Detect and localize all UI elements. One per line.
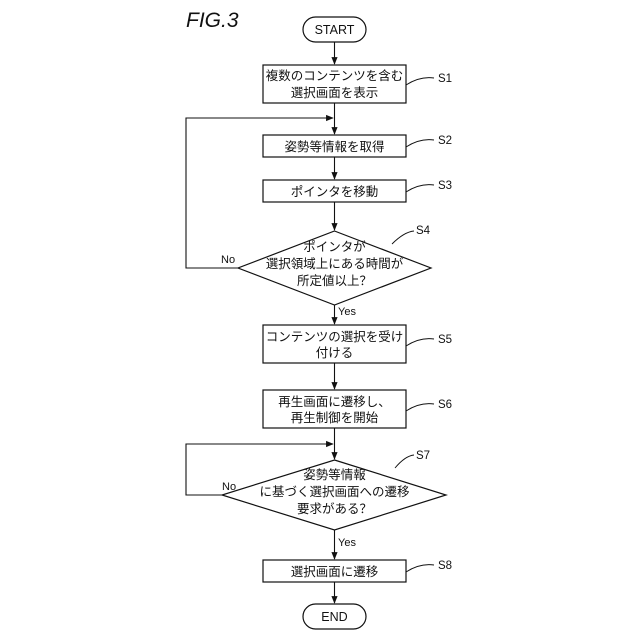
step-s5-box: コンテンツの選択を受け 付ける	[263, 325, 406, 363]
decision-s7-id: S7	[416, 450, 430, 462]
step-s1-leader	[406, 78, 434, 85]
step-s2-id: S2	[438, 135, 452, 147]
decision-s4: ポインタが 選択領域上にある時間が 所定値以上？	[238, 231, 431, 305]
step-s8-leader	[406, 565, 434, 572]
step-s6-line1: 再生画面に遷移し、	[278, 394, 391, 409]
figure-title: FIG.3	[186, 9, 239, 32]
step-s1-id: S1	[438, 73, 452, 85]
step-s5-line1: コンテンツの選択を受け	[266, 329, 404, 344]
end-label: END	[321, 610, 347, 624]
step-s6-box: 再生画面に遷移し、 再生制御を開始	[263, 390, 406, 428]
decision-s7: 姿勢等情報 に基づく選択画面への遷移 要求がある？	[222, 460, 446, 530]
step-s1-line1: 複数のコンテンツを含む	[266, 68, 404, 83]
branch-s4-yes: Yes	[338, 306, 356, 318]
step-s5-id: S5	[438, 334, 452, 346]
step-s1-line2: 選択画面を表示	[291, 85, 379, 100]
decision-s7-leader	[395, 455, 414, 468]
branch-s7-no: No	[222, 481, 236, 493]
step-s6-id: S6	[438, 399, 452, 411]
decision-s7-line3: 要求がある？	[297, 501, 372, 516]
step-s2-line1: 姿勢等情報を取得	[284, 139, 384, 154]
step-s8-id: S8	[438, 560, 452, 572]
branch-s7-yes: Yes	[338, 537, 356, 549]
step-s5-line2: 付ける	[316, 345, 354, 360]
step-s2-leader	[406, 140, 434, 147]
decision-s4-leader	[392, 231, 414, 244]
start-label: START	[315, 23, 355, 37]
decision-s4-line1: ポインタが	[303, 239, 366, 254]
step-s8-line1: 選択画面に遷移	[291, 564, 379, 579]
step-s5-leader	[406, 339, 434, 346]
decision-s7-line1: 姿勢等情報	[303, 467, 366, 482]
step-s8-box: 選択画面に遷移	[263, 560, 406, 582]
step-s1-box: 複数のコンテンツを含む 選択画面を表示	[263, 65, 406, 103]
step-s3-line1: ポインタを移動	[291, 184, 379, 199]
step-s3-leader	[406, 185, 434, 192]
decision-s4-id: S4	[416, 225, 431, 237]
end-terminal: END	[303, 604, 366, 629]
step-s6-leader	[406, 404, 434, 411]
start-terminal: START	[303, 17, 366, 42]
decision-s4-line2: 選択領域上にある時間が	[266, 256, 404, 271]
step-s6-line2: 再生制御を開始	[291, 410, 379, 425]
step-s2-box: 姿勢等情報を取得	[263, 135, 406, 157]
branch-s4-no: No	[221, 254, 235, 266]
step-s3-box: ポインタを移動	[263, 180, 406, 202]
decision-s4-line3: 所定値以上？	[297, 273, 372, 288]
decision-s7-line2: に基づく選択画面への遷移	[259, 484, 409, 499]
step-s3-id: S3	[438, 180, 452, 192]
